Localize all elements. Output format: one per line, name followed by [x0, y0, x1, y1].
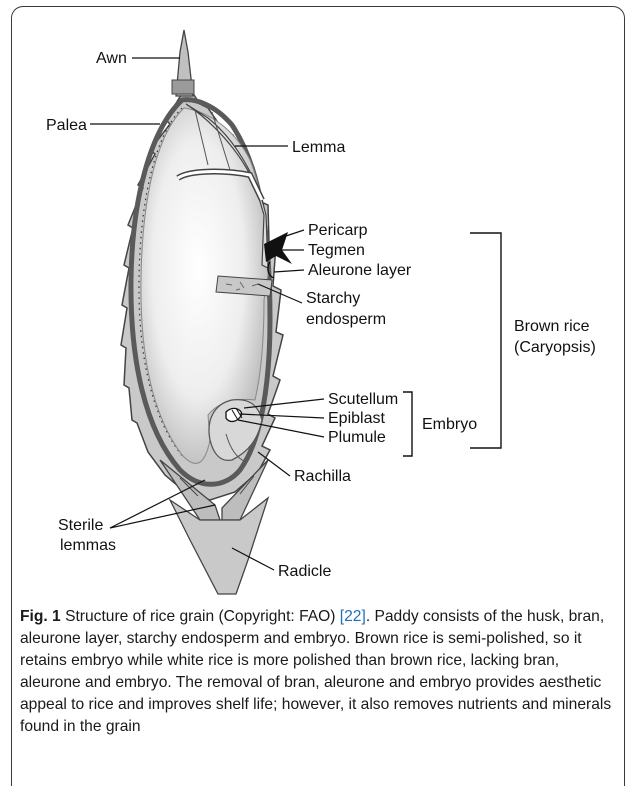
label-rachilla: Rachilla	[294, 468, 351, 485]
caption-reference-link[interactable]: [22]	[340, 608, 366, 625]
label-pericarp: Pericarp	[308, 222, 368, 239]
radicle	[170, 498, 268, 594]
label-aleurone: Aleurone layer	[308, 262, 412, 279]
label-embryo: Embryo	[422, 416, 477, 433]
embryo-bracket	[403, 392, 412, 456]
label-awn: Awn	[96, 50, 127, 67]
label-tegmen: Tegmen	[308, 242, 365, 259]
caption-figure-number: Fig. 1	[20, 608, 61, 625]
label-lemmas: lemmas	[60, 537, 116, 554]
label-caryopsis: (Caryopsis)	[514, 339, 596, 356]
label-epiblast: Epiblast	[328, 410, 385, 427]
label-lemma: Lemma	[292, 139, 345, 156]
caption-text-1: Structure of rice grain (Copyright: FAO)	[61, 608, 340, 625]
label-starchy-2: endosperm	[306, 311, 386, 328]
label-palea: Palea	[46, 117, 87, 134]
label-starchy-1: Starchy	[306, 290, 360, 307]
label-sterile: Sterile	[58, 517, 103, 534]
label-brown-rice: Brown rice	[514, 318, 590, 335]
label-plumule: Plumule	[328, 429, 386, 446]
label-radicle: Radicle	[278, 563, 331, 580]
rice-grain-diagram: Awn Palea Lemma Pericarp Tegmen Aleurone…	[0, 0, 636, 600]
label-scutellum: Scutellum	[328, 391, 398, 408]
figure-caption: Fig. 1 Structure of rice grain (Copyrigh…	[20, 606, 620, 738]
caption-text-2: . Paddy consists of the husk, bran, aleu…	[20, 608, 611, 735]
